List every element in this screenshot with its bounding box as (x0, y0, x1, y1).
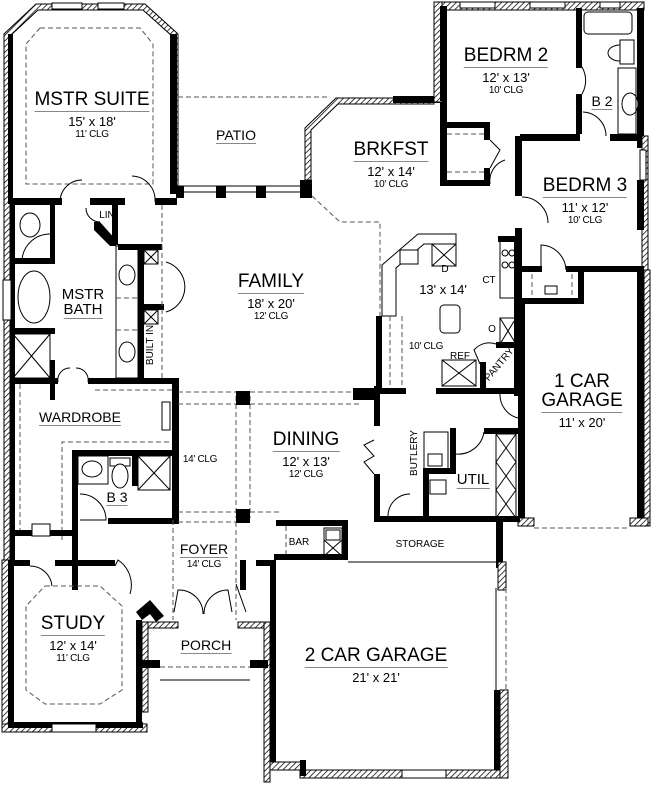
room-brkfst: BRKFST 12' x 14' 10' CLG (353, 139, 429, 190)
kitchen-layout (376, 233, 521, 419)
kitchen-dishwasher-label: D (441, 264, 449, 275)
master-bath-walls (2, 204, 186, 564)
room-dimensions: 12' x 13' (282, 454, 330, 469)
room-butlery: BUTLERY (409, 430, 420, 476)
room-name: B 3 (106, 489, 128, 506)
room-name: WARDROBE (39, 409, 121, 426)
bar-storage-walls (274, 520, 503, 568)
room-ceiling: 14' CLG (186, 559, 222, 570)
room-dimensions: 11' x 12' (561, 200, 609, 215)
room-ceiling: 11' CLG (56, 653, 90, 664)
room-dimensions: 11' x 20' (558, 415, 606, 430)
room-bar: BAR (288, 537, 310, 548)
room-dining: DINING 12' x 13' 12' CLG (272, 429, 340, 480)
room-name-line1: 1 CAR (554, 371, 610, 392)
room-name: BEDRM 2 (463, 45, 549, 68)
room-dimensions: 15' x 18' (68, 114, 116, 129)
room-util: UTIL (456, 471, 490, 489)
room-name: STUDY (40, 613, 106, 636)
room-name: B 2 (591, 93, 613, 110)
room-name: PATIO (216, 127, 256, 144)
room-dimensions: 18' x 20' (247, 296, 295, 311)
room-ceiling: 10' CLG (567, 215, 603, 226)
bedroom2-walls (433, 1, 645, 186)
family-dining-structure (172, 386, 380, 620)
patio-area (176, 96, 330, 198)
room-foyer: FOYER 14' CLG (179, 541, 229, 570)
room-study: STUDY 12' x 14' 11' CLG (40, 613, 106, 664)
room-name: 2 CAR GARAGE (304, 645, 448, 668)
built-in-label: BUILT IN (145, 324, 156, 366)
room-ceiling: 10' CLG (488, 85, 524, 96)
butlery-util-walls (376, 428, 520, 522)
room-name: MSTR SUITE (34, 89, 150, 112)
room-storage: STORAGE (395, 539, 445, 550)
room-dimensions: 12' x 14' (49, 638, 97, 653)
room-name: DINING (272, 429, 340, 452)
wardrobe-walls (10, 378, 179, 590)
room-name: UTIL (456, 471, 490, 489)
room-dimensions: 12' x 14' (367, 164, 415, 179)
room-dimensions: 12' x 13' (482, 70, 530, 85)
kitchen-ref-label: REF (450, 351, 470, 362)
kitchen-dimensions: 13' x 14' (419, 282, 467, 297)
gallery-ceiling: 14' CLG (182, 454, 218, 465)
room-name-line2: GARAGE (541, 390, 623, 413)
room-two-car-garage: 2 CAR GARAGE 21' x 21' (304, 645, 448, 685)
room-dimensions: 21' x 21' (352, 670, 400, 685)
room-name-line1: MSTR (61, 286, 105, 303)
room-bedrm2: BEDRM 2 12' x 13' 10' CLG (463, 45, 549, 96)
room-name: BEDRM 3 (542, 175, 628, 198)
room-wardrobe: WARDROBE (39, 410, 121, 426)
room-linen: LIN (99, 210, 115, 221)
room-mstr-bath: MSTR BATH (61, 286, 105, 319)
room-patio: PATIO (216, 128, 256, 144)
kitchen-ceiling: 10' CLG (408, 341, 444, 352)
kitchen-oven-label: O (488, 324, 496, 335)
one-car-garage-walls (517, 269, 651, 529)
room-b3: B 3 (106, 489, 128, 506)
two-car-garage-walls (269, 561, 509, 779)
room-name: FOYER (179, 541, 229, 558)
room-ceiling: 12' CLG (253, 311, 289, 322)
breakfast-walls (304, 96, 447, 386)
room-ceiling: 11' CLG (75, 129, 109, 140)
room-name: BRKFST (353, 139, 429, 162)
room-name: PORCH (180, 637, 232, 654)
room-porch: PORCH (180, 637, 232, 654)
bedroom3-walls (515, 135, 649, 304)
foyer-porch-walls (141, 560, 276, 783)
study-walls (1, 535, 164, 733)
room-ceiling: 10' CLG (373, 179, 409, 190)
room-name-line2: BATH (63, 301, 103, 319)
kitchen-cooktop-label: CT (482, 275, 496, 286)
room-one-car-garage: 1 CAR GARAGE 11' x 20' (541, 371, 623, 430)
room-b2: B 2 (591, 93, 613, 110)
room-mstr-suite: MSTR SUITE 15' x 18' 11' CLG (34, 89, 150, 140)
room-family: FAMILY 18' x 20' 12' CLG (237, 271, 305, 322)
room-ceiling: 12' CLG (288, 469, 324, 480)
room-name: FAMILY (237, 271, 305, 294)
room-bedrm3: BEDRM 3 11' x 12' 10' CLG (542, 175, 628, 226)
